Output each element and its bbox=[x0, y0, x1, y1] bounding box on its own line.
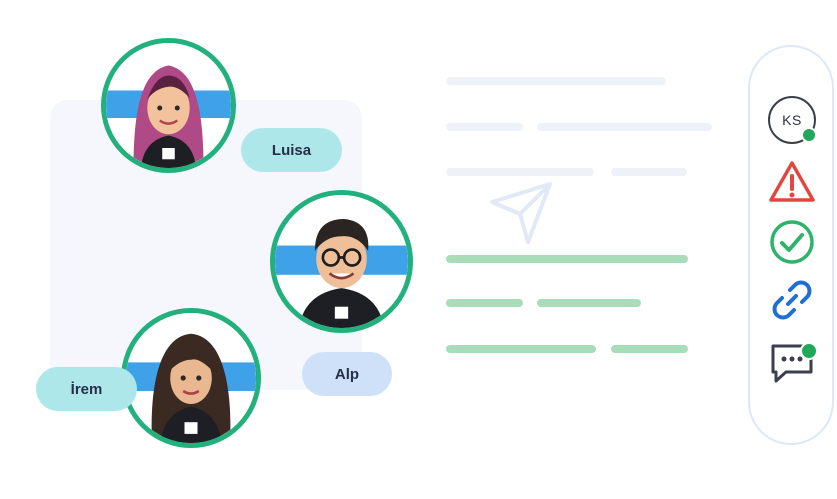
message-line bbox=[446, 255, 688, 263]
placeholder-line bbox=[446, 168, 594, 176]
name-tag-luisa: Luisa bbox=[241, 128, 342, 172]
name-tag-alp: Alp bbox=[302, 352, 392, 396]
warning-icon[interactable] bbox=[768, 158, 816, 206]
message-line bbox=[537, 299, 641, 307]
avatar-irem bbox=[121, 308, 261, 448]
placeholder-line bbox=[446, 77, 666, 85]
avatar-luisa bbox=[101, 38, 236, 173]
placeholder-line bbox=[611, 168, 687, 176]
link-icon[interactable] bbox=[768, 276, 816, 324]
user-initials-icon[interactable]: KS bbox=[768, 96, 816, 144]
name-tag-irem: İrem bbox=[36, 367, 137, 411]
placeholder-line bbox=[446, 123, 523, 131]
message-line bbox=[611, 345, 688, 353]
send-icon bbox=[486, 178, 558, 250]
online-status-dot bbox=[801, 127, 817, 143]
notification-dot bbox=[800, 342, 818, 360]
message-line bbox=[446, 345, 596, 353]
placeholder-line bbox=[537, 123, 712, 131]
user-initials: KS bbox=[782, 112, 802, 128]
check-circle-icon[interactable] bbox=[768, 218, 816, 266]
avatar-alp bbox=[270, 190, 413, 333]
message-line bbox=[446, 299, 523, 307]
